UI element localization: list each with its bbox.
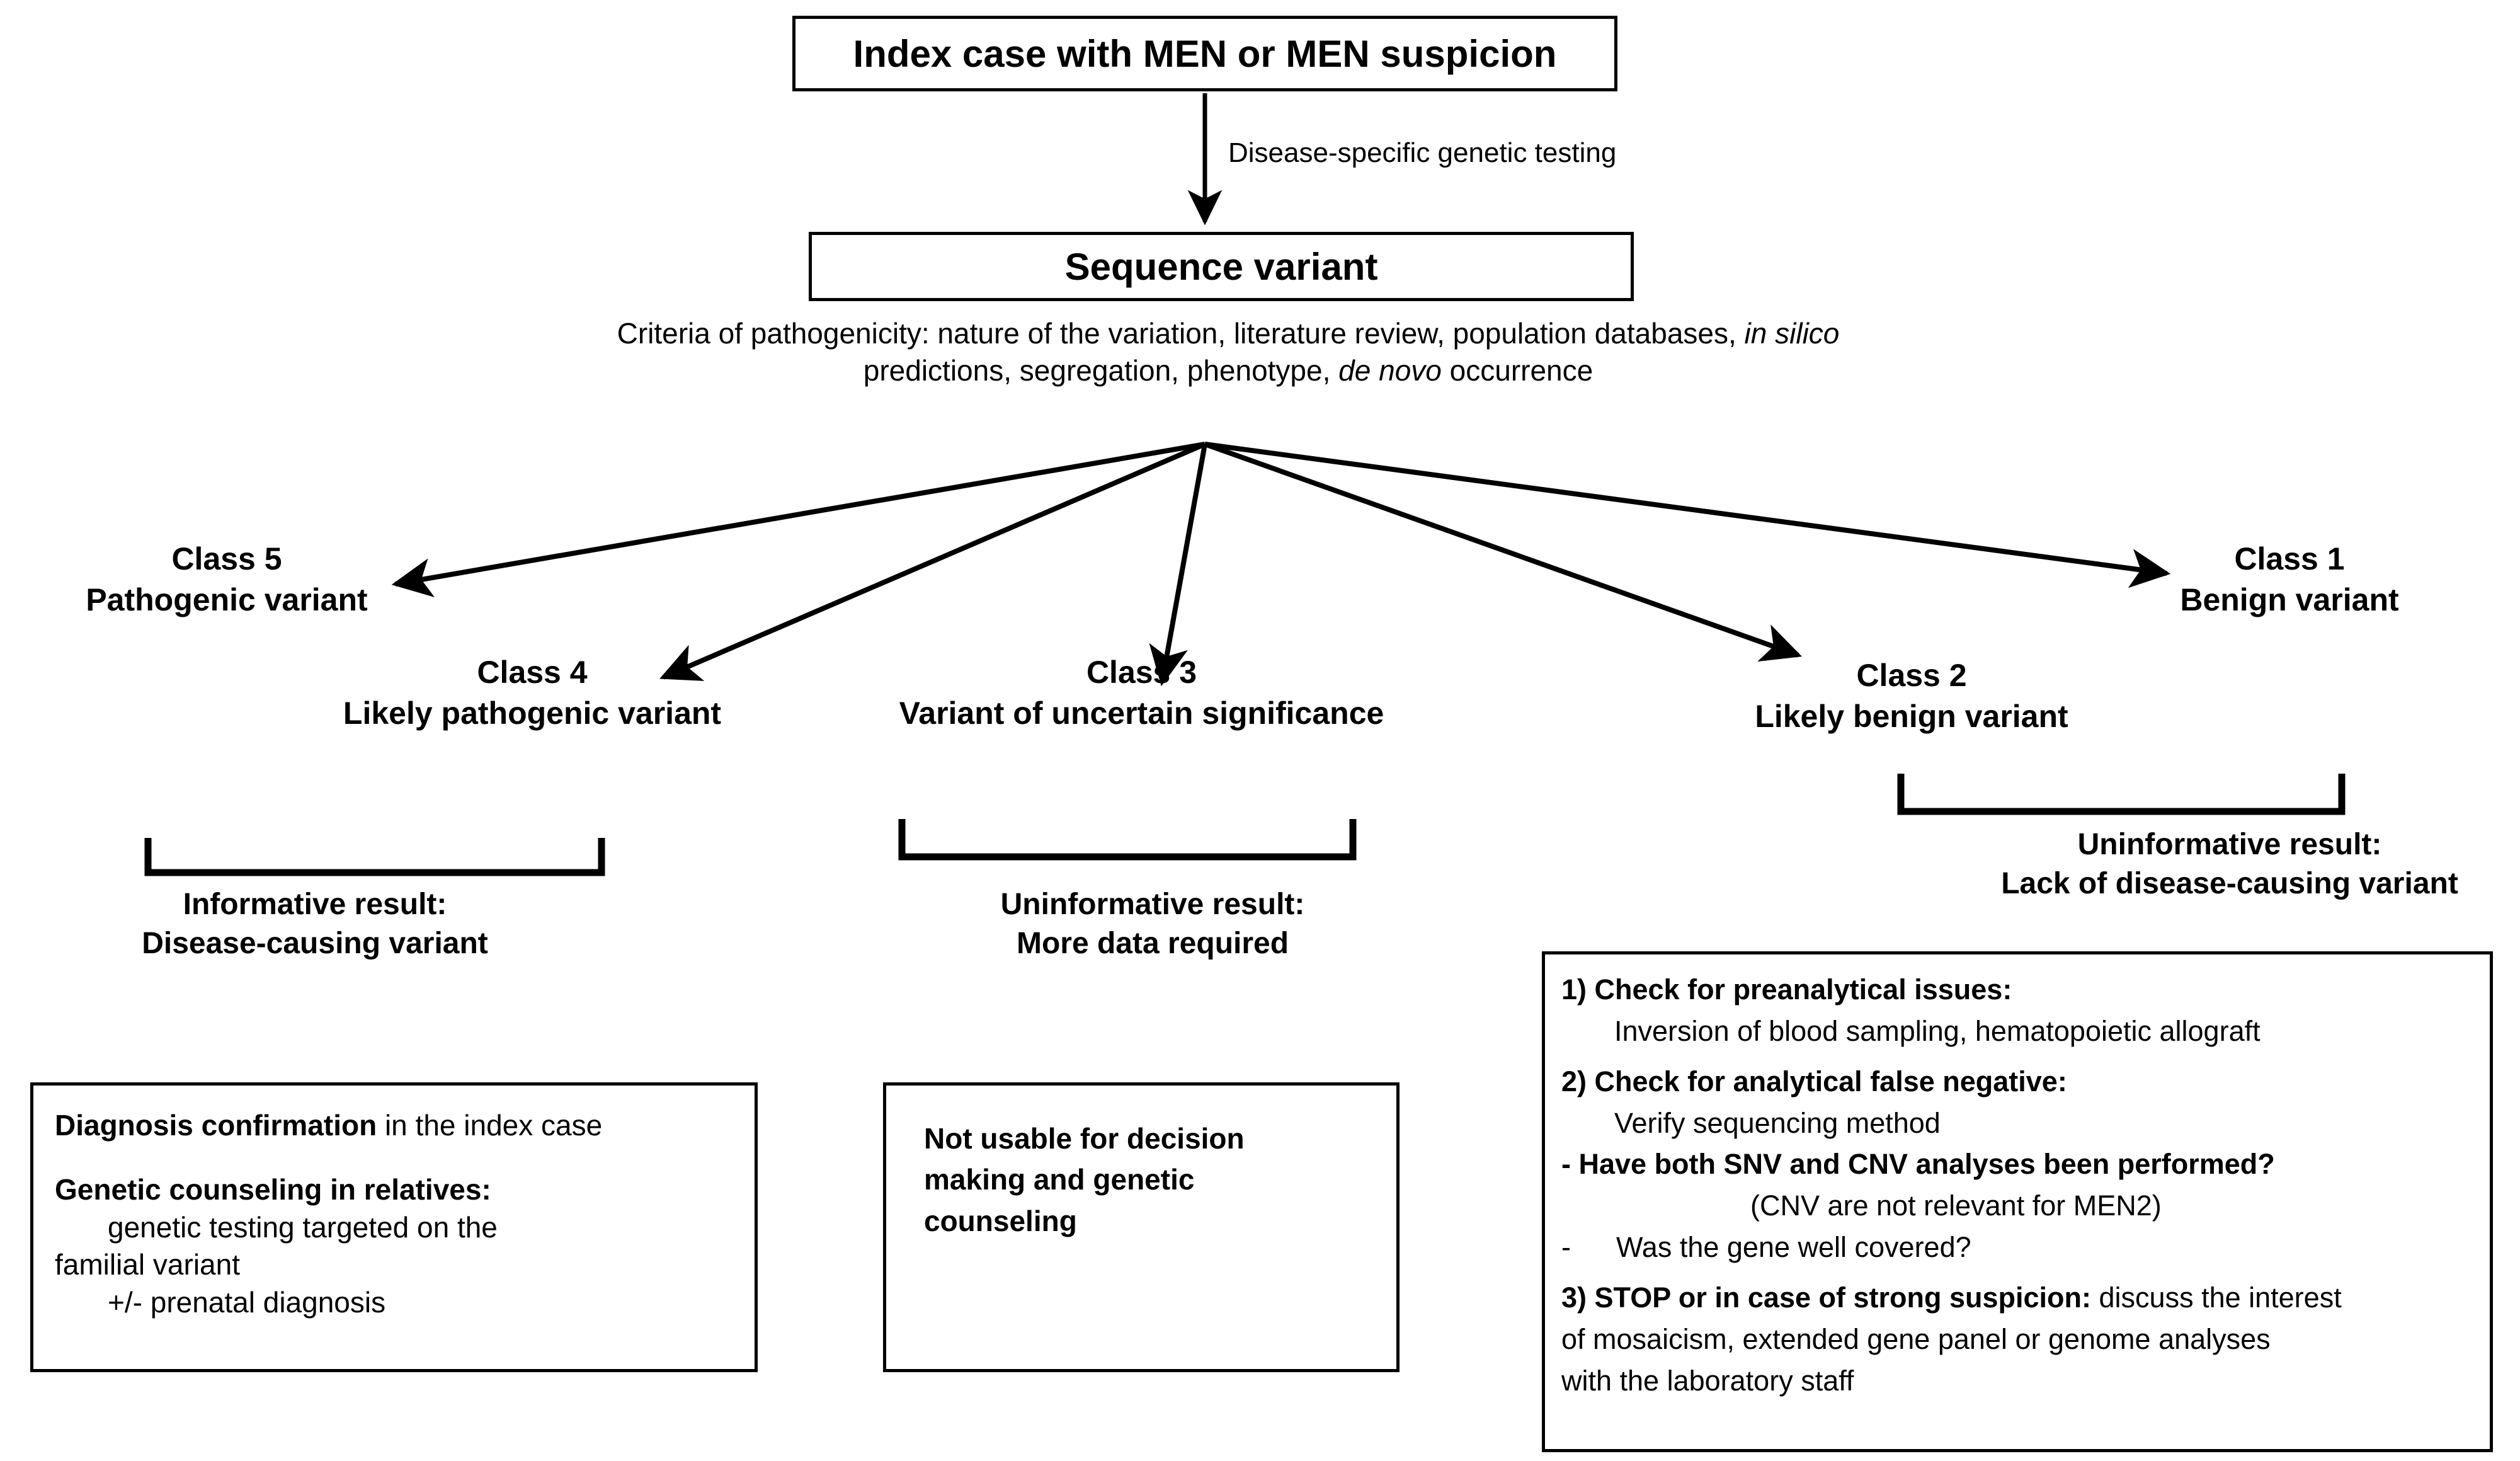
- genetic-counseling-heading: Genetic counseling in relatives:: [55, 1172, 491, 1206]
- uninformative-lack-variant-caption: Uninformative result: Lack of disease-ca…: [1820, 825, 2520, 904]
- spacer-2: [1561, 1270, 2475, 1279]
- vus-line-2: making and genetic: [924, 1163, 1195, 1196]
- in-silico-italic: in silico: [1744, 317, 1840, 350]
- arrow-to-class-3: [1149, 444, 1207, 687]
- action-item-2-detail: Verify sequencing method: [1614, 1106, 1941, 1139]
- action-bullet-snv-cnv: - Have both SNV and CNV analyses been pe…: [1561, 1148, 2275, 1181]
- action-item-3-heading: 3) STOP or in case of strong suspicion:: [1561, 1281, 2092, 1314]
- sequence-variant-label: Sequence variant: [1064, 245, 1378, 288]
- action-item-3-rest: discuss the interest: [2091, 1281, 2342, 1314]
- diagnosis-confirmation-line: Diagnosis confirmation in the index case: [55, 1107, 733, 1145]
- uninformative-more-data-caption: Uninformative result: More data required: [838, 885, 1468, 964]
- index-case-label: Index case with MEN or MEN suspicion: [853, 32, 1557, 75]
- criteria-line-2: predictions, segregation, phenotype, de …: [863, 353, 1594, 387]
- class-1-title: Class 1: [2234, 541, 2345, 576]
- criteria-of-pathogenicity: Criteria of pathogenicity: nature of the…: [441, 315, 2015, 389]
- action-item-3-line-2: of mosaicism, extended gene panel or gen…: [1561, 1322, 2271, 1355]
- class-2-subtitle: Likely benign variant: [1755, 699, 2068, 734]
- action-item-1-heading: 1) Check for preanalytical issues:: [1561, 973, 2012, 1006]
- uninformative-middle-line-1: Uninformative result:: [1000, 888, 1305, 921]
- action-item-3-line-3: with the laboratory staff: [1561, 1364, 1854, 1397]
- bracket-right: [1897, 774, 2346, 815]
- action-bullet-coverage: - Was the gene well covered?: [1561, 1229, 2475, 1266]
- diagnosis-confirmation-bold: Diagnosis confirmation: [55, 1109, 377, 1142]
- action-item-3-line-1: 3) STOP or in case of strong suspicion: …: [1561, 1279, 2475, 1317]
- sequence-variant-box: Sequence variant: [809, 232, 1634, 301]
- action-bullet-cnv-note: (CNV are not relevant for MEN2): [1750, 1189, 2162, 1222]
- action-item-1-detail: Inversion of blood sampling, hematopoiet…: [1614, 1014, 2261, 1047]
- class-3-label: Class 3 Variant of uncertain significanc…: [819, 652, 1464, 734]
- arrow-to-class-2: [1204, 442, 1803, 662]
- class-1-label: Class 1 Benign variant: [2060, 539, 2519, 621]
- familial-variant-line: familial variant: [55, 1248, 240, 1281]
- action-item-2-heading: 2) Check for analytical false negative:: [1561, 1065, 2067, 1097]
- class-2-label: Class 2 Likely benign variant: [1597, 655, 2226, 737]
- vus-line-3: counseling: [924, 1204, 1077, 1237]
- bracket-middle: [898, 819, 1357, 861]
- bracket-left: [144, 838, 605, 876]
- class-4-title: Class 4: [477, 655, 588, 690]
- class-4-subtitle: Likely pathogenic variant: [343, 696, 722, 731]
- uninformative-right-line-1: Uninformative result:: [2077, 828, 2382, 861]
- class-5-title: Class 5: [171, 541, 282, 576]
- outcome-box-pathogenic: Diagnosis confirmation in the index case…: [30, 1082, 758, 1372]
- class-4-label: Class 4 Likely pathogenic variant: [217, 652, 847, 734]
- arrow-to-class-1: [1204, 442, 2171, 588]
- outcome-box-benign-actions: 1) Check for preanalytical issues: Inver…: [1542, 951, 2493, 1452]
- targeted-testing-line: genetic testing targeted on the: [108, 1210, 498, 1244]
- arrow-to-class-4: [659, 442, 1206, 681]
- outcome-box-vus: Not usable for decision making and genet…: [883, 1082, 1400, 1372]
- diagnosis-confirmation-rest: in the index case: [377, 1109, 603, 1142]
- informative-result-line-2: Disease-causing variant: [142, 927, 488, 961]
- genetic-testing-edge-label: Disease-specific genetic testing: [1228, 137, 1617, 168]
- class-3-subtitle: Variant of uncertain significance: [899, 696, 1384, 731]
- vus-line-1: Not usable for decision: [924, 1122, 1245, 1155]
- index-case-box: Index case with MEN or MEN suspicion: [792, 16, 1617, 91]
- informative-result-line-1: Informative result:: [183, 888, 447, 921]
- uninformative-middle-line-2: More data required: [1016, 927, 1289, 961]
- class-5-label: Class 5 Pathogenic variant: [0, 539, 453, 621]
- prenatal-diagnosis-line: +/- prenatal diagnosis: [108, 1286, 386, 1319]
- arrow-to-class-5: [391, 442, 1206, 597]
- de-novo-italic: de novo: [1338, 353, 1442, 387]
- uninformative-right-line-2: Lack of disease-causing variant: [2001, 867, 2458, 901]
- class-1-subtitle: Benign variant: [2180, 582, 2399, 617]
- class-5-subtitle: Pathogenic variant: [86, 582, 368, 617]
- criteria-line-1: Criteria of pathogenicity: nature of the…: [617, 317, 1840, 350]
- bullet-dash-icon: -: [1561, 1231, 1571, 1264]
- spacer: [1561, 1054, 2475, 1063]
- class-3-title: Class 3: [1086, 655, 1197, 690]
- informative-result-caption: Informative result: Disease-causing vari…: [63, 885, 567, 964]
- action-bullet-coverage-text: Was the gene well covered?: [1616, 1231, 1971, 1264]
- class-2-title: Class 2: [1856, 658, 1967, 693]
